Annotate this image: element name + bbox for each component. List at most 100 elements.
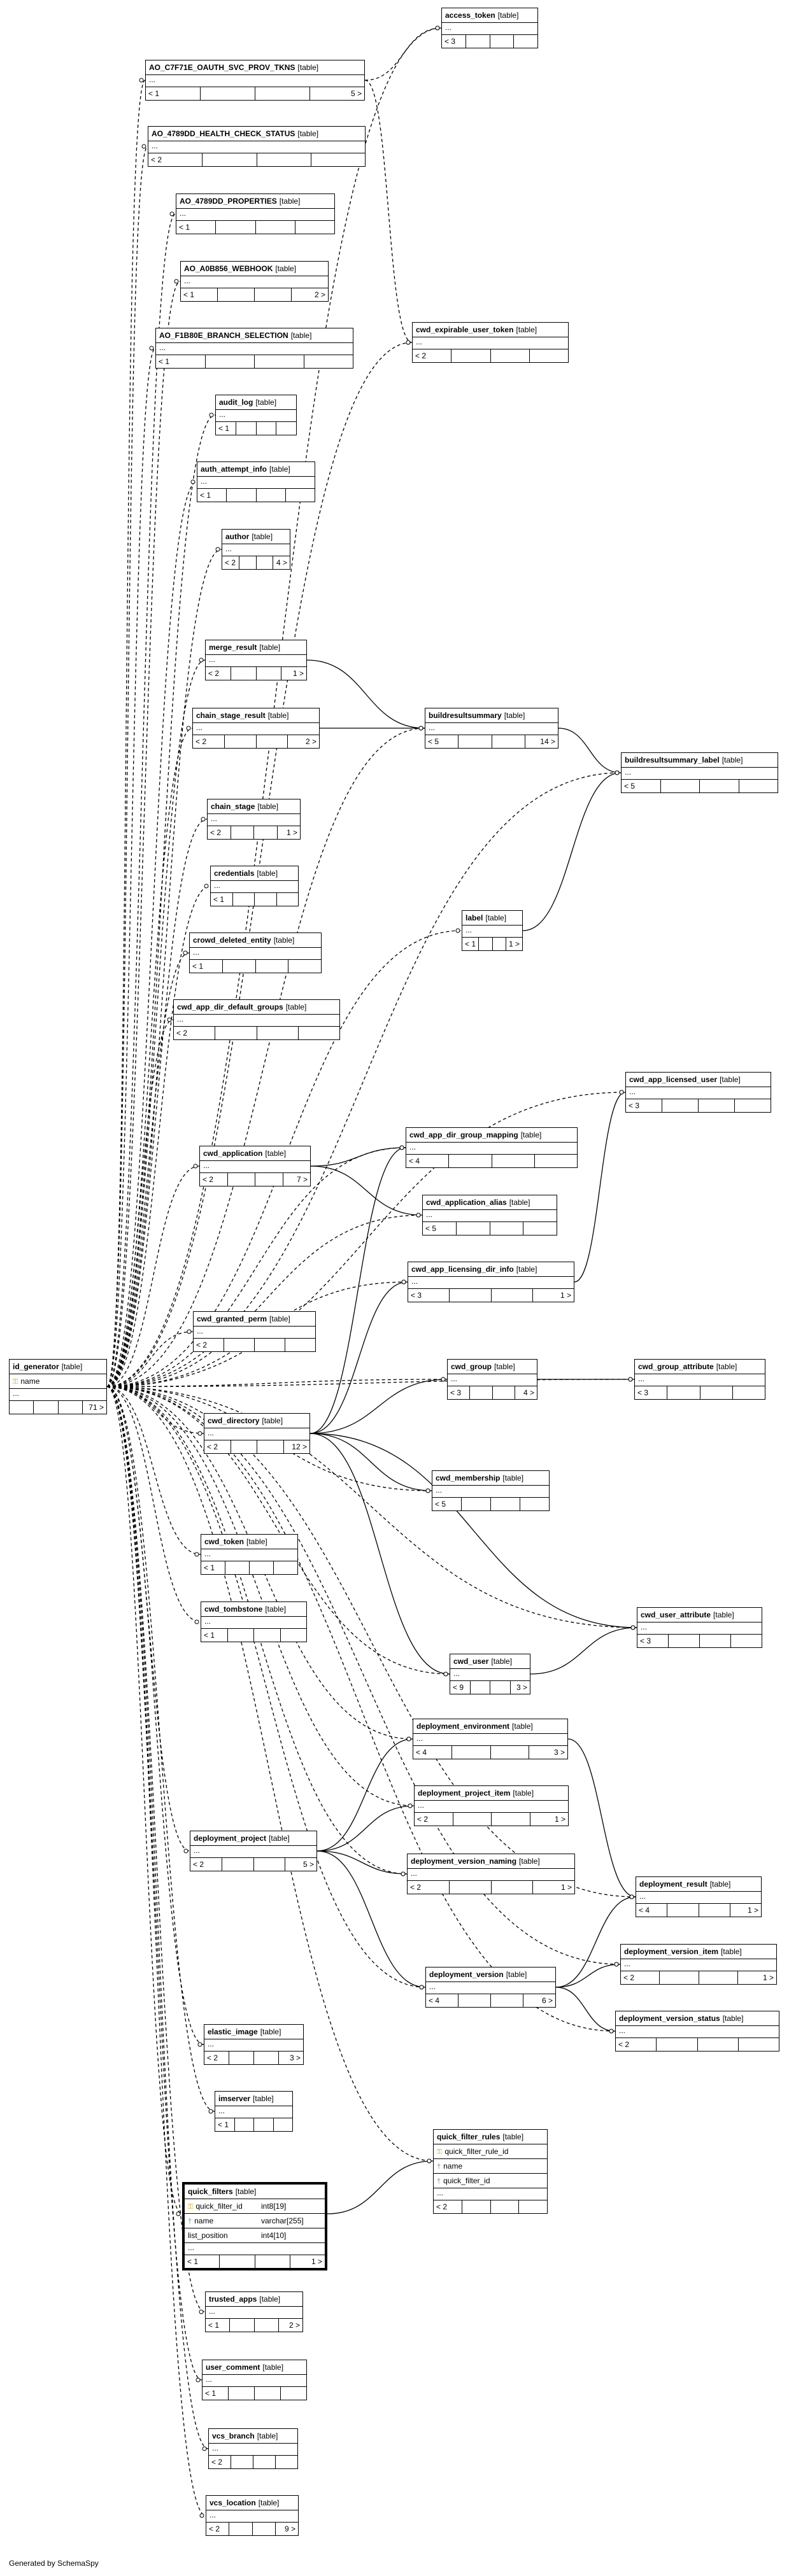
table-cwd-app-licensed-user[interactable]: cwd_app_licensed_user[table]...< 3 xyxy=(625,1072,771,1113)
crowsfoot-marker xyxy=(209,412,214,418)
count-spacer xyxy=(254,1629,281,1642)
table-cwd-expirable-user-token[interactable]: cwd_expirable_user_token[table]...< 2 xyxy=(412,322,569,363)
table-header: cwd_app_licensed_user[table] xyxy=(626,1073,771,1087)
crowsfoot-marker xyxy=(399,1145,404,1150)
table-ao-4789dd-properties[interactable]: AO_4789DD_PROPERTIES[table]...< 1 xyxy=(176,194,335,234)
table-cwd-group-attribute[interactable]: cwd_group_attribute[table]...< 3 xyxy=(634,1359,765,1400)
table-cwd-token[interactable]: cwd_token[table]...< 1 xyxy=(201,1534,298,1575)
parent-count: < 3 xyxy=(637,1635,669,1647)
count-spacer xyxy=(462,2200,491,2213)
table-cwd-user-attribute[interactable]: cwd_user_attribute[table]...< 3 xyxy=(637,1607,762,1648)
parent-count: < 1 xyxy=(206,2319,231,2332)
table-cwd-app-dir-group-mapping[interactable]: cwd_app_dir_group_mapping[table]...< 4 xyxy=(406,1127,578,1168)
child-count xyxy=(520,1498,549,1510)
crowsfoot-marker xyxy=(208,2109,213,2114)
relationship-counts: < 1 xyxy=(216,422,296,435)
child-count: 5 > xyxy=(302,1860,314,1869)
count-spacer xyxy=(225,1561,250,1574)
table-access-token[interactable]: access_token[table]...< 3 xyxy=(441,8,538,48)
count-spacer xyxy=(662,1099,699,1112)
count-spacer xyxy=(225,735,257,748)
table-vcs-branch[interactable]: vcs_branch[table]...< 2 xyxy=(208,2428,298,2469)
child-count: 6 > xyxy=(541,1996,553,2005)
table-buildresultsummary-label[interactable]: buildresultsummary_label[table]...< 5 xyxy=(621,752,778,793)
child-count xyxy=(735,1099,771,1112)
parent-count: < 9 xyxy=(450,1681,471,1694)
child-count: 1 > xyxy=(762,1973,774,1982)
table-id-generator[interactable]: id_generator[table]⚿name...71 > xyxy=(9,1359,107,1414)
table-ao-4789dd-health-check-status[interactable]: AO_4789DD_HEALTH_CHECK_STATUS[table]...<… xyxy=(148,126,366,167)
table-crowd-deleted-entity[interactable]: crowd_deleted_entity[table]...< 1 xyxy=(189,933,322,973)
count-spacer xyxy=(256,221,295,234)
crowsfoot-marker xyxy=(630,1625,636,1630)
more-columns-ellipsis: ... xyxy=(432,1486,549,1498)
relationship-line xyxy=(364,27,442,81)
relationship-counts: < 5 xyxy=(432,1498,549,1510)
column-type: varchar[255] xyxy=(261,2216,304,2225)
table-header: cwd_expirable_user_token[table] xyxy=(413,323,568,337)
table-name: buildresultsummary xyxy=(429,711,502,720)
table-audit-log[interactable]: audit_log[table]...< 1 xyxy=(215,395,297,435)
table-deployment-version-status[interactable]: deployment_version_status[table]...< 2 xyxy=(615,2011,779,2052)
table-type-label: [table] xyxy=(273,936,295,945)
child-count: 2 > xyxy=(305,737,316,746)
child-count: 1 > xyxy=(292,669,304,678)
table-ao-f1b80e-branch-selection[interactable]: AO_F1B80E_BRANCH_SELECTION[table]...< 1 xyxy=(155,328,353,369)
table-header: quick_filter_rules[table] xyxy=(434,2130,547,2144)
more-columns-ellipsis: ... xyxy=(190,948,321,960)
relationship-counts: < 2 xyxy=(434,2200,547,2213)
table-cwd-app-dir-default-groups[interactable]: cwd_app_dir_default_groups[table]...< 2 xyxy=(173,999,340,1040)
table-auth-attempt-info[interactable]: auth_attempt_info[table]...< 1 xyxy=(197,461,315,502)
count-spacer xyxy=(458,735,492,748)
table-header: AO_4789DD_HEALTH_CHECK_STATUS[table] xyxy=(148,127,365,141)
table-quick-filter-rules[interactable]: quick_filter_rules[table]⚿quick_filter_r… xyxy=(433,2129,548,2214)
table-user-comment[interactable]: user_comment[table]...< 1 xyxy=(202,2360,307,2400)
table-name: deployment_environment xyxy=(416,1722,510,1731)
table-header: access_token[table] xyxy=(442,8,537,23)
relationship-line xyxy=(106,1386,450,1675)
table-cwd-tombstone[interactable]: cwd_tombstone[table]...< 1 xyxy=(201,1601,307,1642)
parent-count: < 3 xyxy=(408,1289,450,1302)
table-cwd-granted-perm[interactable]: cwd_granted_perm[table]...< 2 xyxy=(193,1311,316,1352)
table-name: vcs_location xyxy=(210,2498,256,2507)
relationship-line xyxy=(106,1214,423,1388)
table-credentials[interactable]: credentials[table]...< 1 xyxy=(210,866,299,906)
table-ao-c7f71e-oauth-svc-prov-tkns[interactable]: AO_C7F71E_OAUTH_SVC_PROV_TKNS[table]...<… xyxy=(145,60,365,101)
relationship-counts: < 1 xyxy=(201,1561,297,1574)
table-header: cwd_directory[table] xyxy=(204,1414,309,1428)
child-count xyxy=(514,35,537,48)
table-cwd-application-alias[interactable]: cwd_application_alias[table]...< 5 xyxy=(422,1195,557,1235)
child-count xyxy=(739,2038,779,2051)
count-spacer xyxy=(235,2118,254,2131)
parent-count: < 2 xyxy=(204,1440,231,1453)
table-imserver[interactable]: imserver[table]...< 1 xyxy=(215,2091,293,2132)
child-count: 1 > xyxy=(560,1291,571,1300)
table-cwd-membership[interactable]: cwd_membership[table]...< 5 xyxy=(432,1470,550,1511)
